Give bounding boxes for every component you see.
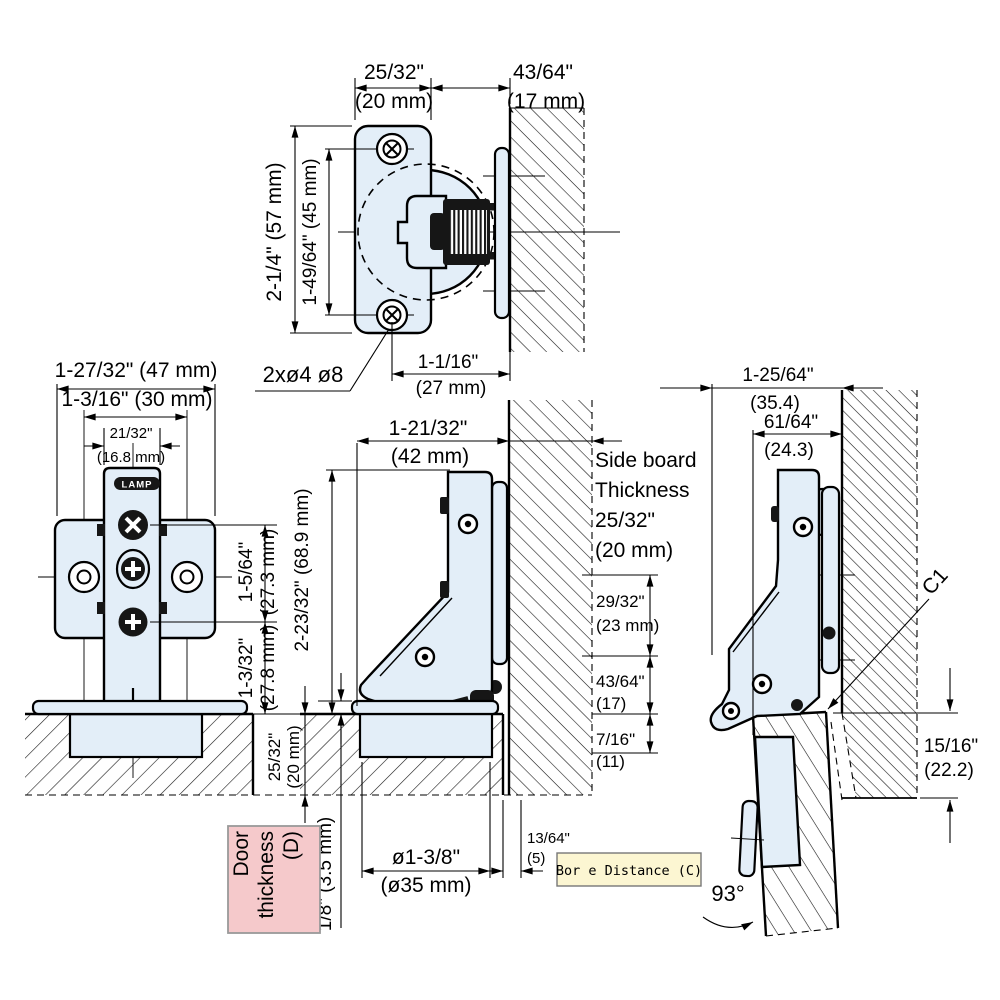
dim-door-thickness-mm: (20 mm) — [284, 725, 303, 788]
dim-hole-spacing: 1-3/16" (30 mm) — [62, 388, 213, 411]
arm-screw-lower — [414, 646, 436, 668]
svg-text:Bor e Distance (C): Bor e Distance (C) — [556, 863, 702, 879]
dim-door-thickness-in: 25/32" — [265, 733, 284, 782]
view-front-mounted: 25/32" (20 mm) 43/64" (17 mm) 2-1/4" (57… — [255, 61, 620, 399]
cup-recess-side — [358, 712, 494, 759]
adjust-screw-middle — [115, 548, 151, 590]
cup-recess — [68, 712, 204, 759]
dim-hinge-depth-in: 1-21/32" — [389, 417, 468, 440]
door-thickness-label: Door thickness (D) — [227, 825, 321, 934]
hinge-arm-side — [358, 470, 494, 710]
svg-text:25/32": 25/32" — [595, 509, 655, 532]
cup-flange-side — [350, 699, 500, 716]
cup-on-door — [753, 735, 802, 869]
adjust-screw-top — [118, 510, 148, 540]
bore-distance-label: Bor e Distance (C) — [556, 852, 702, 887]
svg-text:Thickness: Thickness — [595, 479, 690, 502]
arm-screw-open-lower — [721, 701, 741, 721]
side-board-hatch — [509, 400, 592, 795]
dim-stack2-in: 43/64" — [596, 672, 645, 691]
dim-bore-diameter-in: ø1-3/8" — [392, 846, 460, 869]
dim-bore-diameter-mm: (ø35 mm) — [381, 874, 472, 897]
cup-flange — [31, 699, 249, 716]
dim-screw-offset-in: 1-5/64" — [236, 542, 257, 603]
dim-screw-to-wall-mm: (27 mm) — [416, 378, 487, 399]
plate-screw-hole-left — [67, 560, 101, 594]
dim-stack3-in: 7/16" — [596, 730, 635, 749]
dim-edge-gap-mm: (5) — [527, 850, 545, 867]
dim-open-inner-mm: (24.3) — [764, 440, 814, 461]
dim-plate-height: 2-1/4" (57 mm) — [263, 162, 286, 301]
view-door-open: 1-25/64" (35.4) 61/64" (24.3) C1 15/16" … — [660, 365, 978, 937]
wall-mount-strip-side — [490, 480, 509, 666]
hinge-arm-front — [102, 466, 162, 716]
dim-wall-thickness-mm: (17 mm) — [507, 90, 585, 113]
hinge-arm-open — [709, 468, 821, 732]
svg-text:(20 mm): (20 mm) — [595, 539, 673, 562]
dim-reveal-in: 15/16" — [924, 736, 978, 757]
view-side-section: 1-21/32" (42 mm) 2-23/32" (68.9 mm) Side… — [292, 400, 702, 897]
dim-hinge-depth-mm: (42 mm) — [391, 445, 469, 468]
side-board-hatch-open — [842, 390, 917, 798]
dim-stack3-mm: (11) — [596, 752, 625, 771]
arm-screw-open-mid — [751, 673, 773, 695]
dim-arm-offset-in: 1-3/32" — [236, 638, 257, 699]
wall-mount-strip-open — [820, 485, 841, 675]
dim-plate-width-mm: (20 mm) — [355, 90, 433, 113]
dim-arm-width-in: 21/32" — [110, 425, 153, 442]
dim-screw-to-wall-in: 1-1/16" — [418, 352, 479, 373]
screw-hole-note: 2xø4 ø8 — [263, 362, 344, 387]
side-wall-hatch — [510, 108, 584, 352]
mounting-screw-top — [375, 132, 409, 166]
dim-edge-gap-in: 13/64" — [527, 830, 570, 847]
dim-open-depth-in: 1-25/64" — [742, 365, 813, 386]
svg-text:LAMP: LAMP — [122, 480, 153, 491]
dim-hinge-height: 2-23/32" (68.9 mm) — [292, 488, 313, 651]
callout-c1: C1 — [918, 564, 953, 599]
dim-stack2-mm: (17) — [596, 694, 626, 713]
dim-reveal-mm: (22.2) — [924, 760, 974, 781]
flange-edge-tab — [738, 799, 759, 878]
svg-text:Door: Door — [230, 831, 253, 877]
dim-arm-width-mm: (16.8 mm) — [97, 449, 165, 466]
dim-plate-outer-width: 1-27/32" (47 mm) — [55, 359, 218, 382]
svg-text:thickness: thickness — [255, 831, 278, 919]
spring-coil — [450, 210, 487, 254]
view-plate-front: LAMP 1-27/32" (47 mm) 1-3/16" (30 mm) — [25, 359, 352, 934]
opening-angle: 93° — [711, 881, 744, 906]
dim-screw-spacing: 1-49/64" (45 mm) — [300, 158, 321, 305]
svg-text:Side board: Side board — [595, 449, 697, 472]
pivot-bar — [430, 213, 445, 250]
dim-stack1-in: 29/32" — [596, 592, 645, 611]
dim-open-inner-in: 61/64" — [764, 412, 818, 433]
dim-wall-thickness-in: 43/64" — [513, 61, 573, 84]
plate-screw-hole-right — [170, 560, 204, 594]
arm-screw-upper — [457, 513, 479, 535]
lamp-logo: LAMP — [114, 477, 160, 491]
dim-screw-offset-mm: (27.3 mm) — [258, 529, 279, 616]
adjust-screw-bottom — [118, 607, 148, 637]
dim-stack1-mm: (23 mm) — [596, 616, 659, 635]
dim-open-depth-mm: (35.4) — [750, 393, 800, 414]
side-board-note: Side board Thickness 25/32" (20 mm) — [595, 449, 697, 562]
wall-mount-strip — [493, 146, 511, 320]
arm-screw-open-upper — [792, 516, 814, 538]
dim-plate-width-in: 25/32" — [364, 61, 424, 84]
dim-arm-offset-mm: (27.8 mm) — [258, 625, 279, 712]
svg-text:(D): (D) — [280, 831, 303, 860]
